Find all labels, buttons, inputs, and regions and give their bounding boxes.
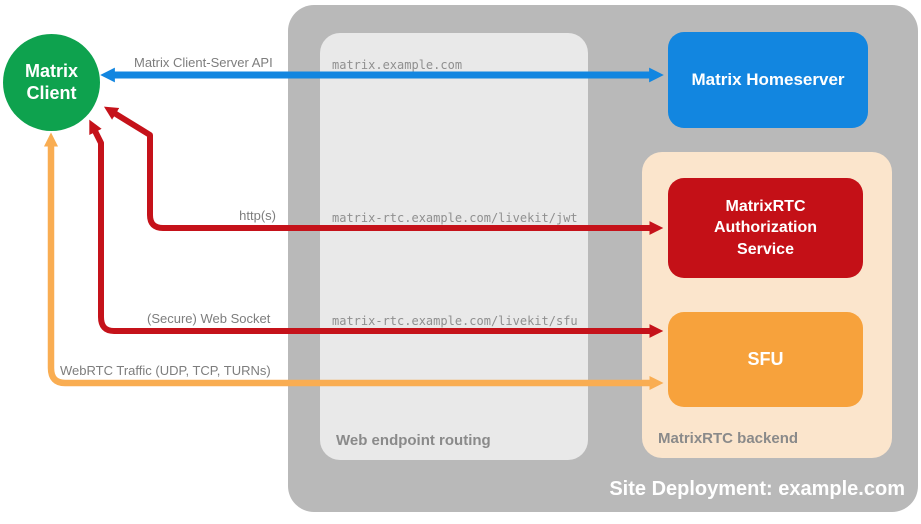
site-deployment-caption: Site Deployment: example.com [609,478,905,500]
matrix-homeserver-node: Matrix Homeserver [668,32,868,128]
websocket-arrow-label: (Secure) Web Socket [147,311,271,326]
matrix-client-label-line1: Matrix [24,60,78,81]
matrixrtc-backend-label: MatrixRTC backend [658,430,799,447]
matrixrtc-authorization-service-label: MatrixRTC Authorization Service [713,197,818,258]
web-endpoint-routing-group: Web endpoint routing [320,33,588,460]
web-endpoint-routing-label: Web endpoint routing [336,432,491,449]
matrix-client-node: Matrix Client [3,34,100,131]
matrixrtc-authorization-service-node: MatrixRTC Authorization Service [668,178,863,278]
sfu-endpoint-url: matrix-rtc.example.com/livekit/sfu [332,314,578,328]
matrix-client-label-line2: Client [26,82,77,103]
sfu-node: SFU [668,312,863,407]
homeserver-endpoint-url: matrix.example.com [332,58,463,72]
sfu-label: SFU [747,349,784,369]
matrix-homeserver-label: Matrix Homeserver [691,70,845,89]
jwt-endpoint-url: matrix-rtc.example.com/livekit/jwt [332,211,578,225]
client-server-api-arrow-label: Matrix Client-Server API [134,55,273,70]
webrtc-traffic-arrow-label: WebRTC Traffic (UDP, TCP, TURNs) [60,363,271,378]
http-arrow-label: http(s) [239,208,276,223]
